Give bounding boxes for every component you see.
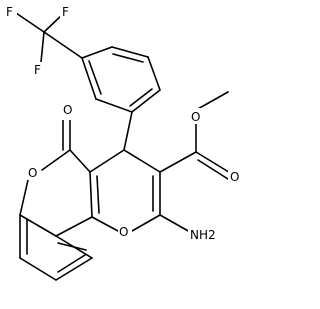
bond-phenyl-inner-1 (112, 53, 144, 63)
bond-o6-c6a (19, 179, 29, 216)
bond-benzo-2 (19, 257, 57, 281)
atom-label-lactone-carbonyl-o: O (63, 103, 72, 117)
bond-phenyl-c4 (123, 111, 133, 151)
bond-ester-carbonyl-double (197, 159, 229, 180)
bond-f1-cf3 (15, 12, 45, 33)
bond-f3-cf3 (43, 13, 64, 33)
bond-cf3-aryl (43, 31, 83, 59)
atom-label-amino-nh2: NH2 (190, 228, 216, 242)
bond-ester-methyl (195, 91, 229, 111)
atom-label-ester-methoxy-o: O (191, 110, 200, 124)
bond-c10b-c4a (89, 171, 93, 218)
bond-benzo-inner-3 (57, 242, 87, 251)
atom-label-f2: F (34, 63, 41, 77)
bond-c3-ester (159, 151, 197, 173)
bond-c4-c3 (123, 149, 161, 173)
bond-phenyl-a1-a2 (81, 46, 113, 59)
bond-o1-c10b (91, 216, 119, 232)
atom-label-f1: F (6, 5, 13, 19)
bond-c10b-c4a-double (96, 175, 100, 214)
atom-label-group: F F F O O O O O NH2 (5, 4, 242, 242)
molecule-structure-diagram: F F F O O O O O NH2 (5, 4, 242, 281)
bond-phenyl-a6-a1 (81, 57, 97, 100)
bond-phenyl-a5-a6 (95, 98, 133, 113)
bond-phenyl-inner-3 (88, 60, 102, 95)
bond-c10a-c10b (55, 216, 93, 237)
atom-label-pyran-ring-o: O (119, 225, 128, 239)
bond-c4a-c4 (89, 149, 125, 173)
bond-c6a-c10a (19, 214, 57, 237)
bond-benzo-inner-2 (57, 254, 86, 273)
bond-c2-o1 (131, 214, 161, 232)
bond-c4a-c5 (69, 149, 91, 173)
bond-c2-nh2 (159, 214, 191, 233)
atom-label-ester-carbonyl-o: O (230, 170, 239, 184)
atom-label-f3: F (62, 5, 69, 19)
bond-c5-o6 (41, 149, 71, 171)
bond-phenyl-a3-a4 (147, 56, 161, 91)
bond-benzo-3 (55, 257, 93, 281)
bond-phenyl-inner-2 (129, 88, 153, 107)
bond-phenyl-a4-a5 (131, 89, 161, 113)
bond-phenyl-a2-a3 (111, 46, 149, 58)
bond-ester-carbonyl (195, 151, 233, 175)
bond-group (15, 12, 233, 281)
atom-label-lactone-ring-o: O (28, 166, 37, 180)
